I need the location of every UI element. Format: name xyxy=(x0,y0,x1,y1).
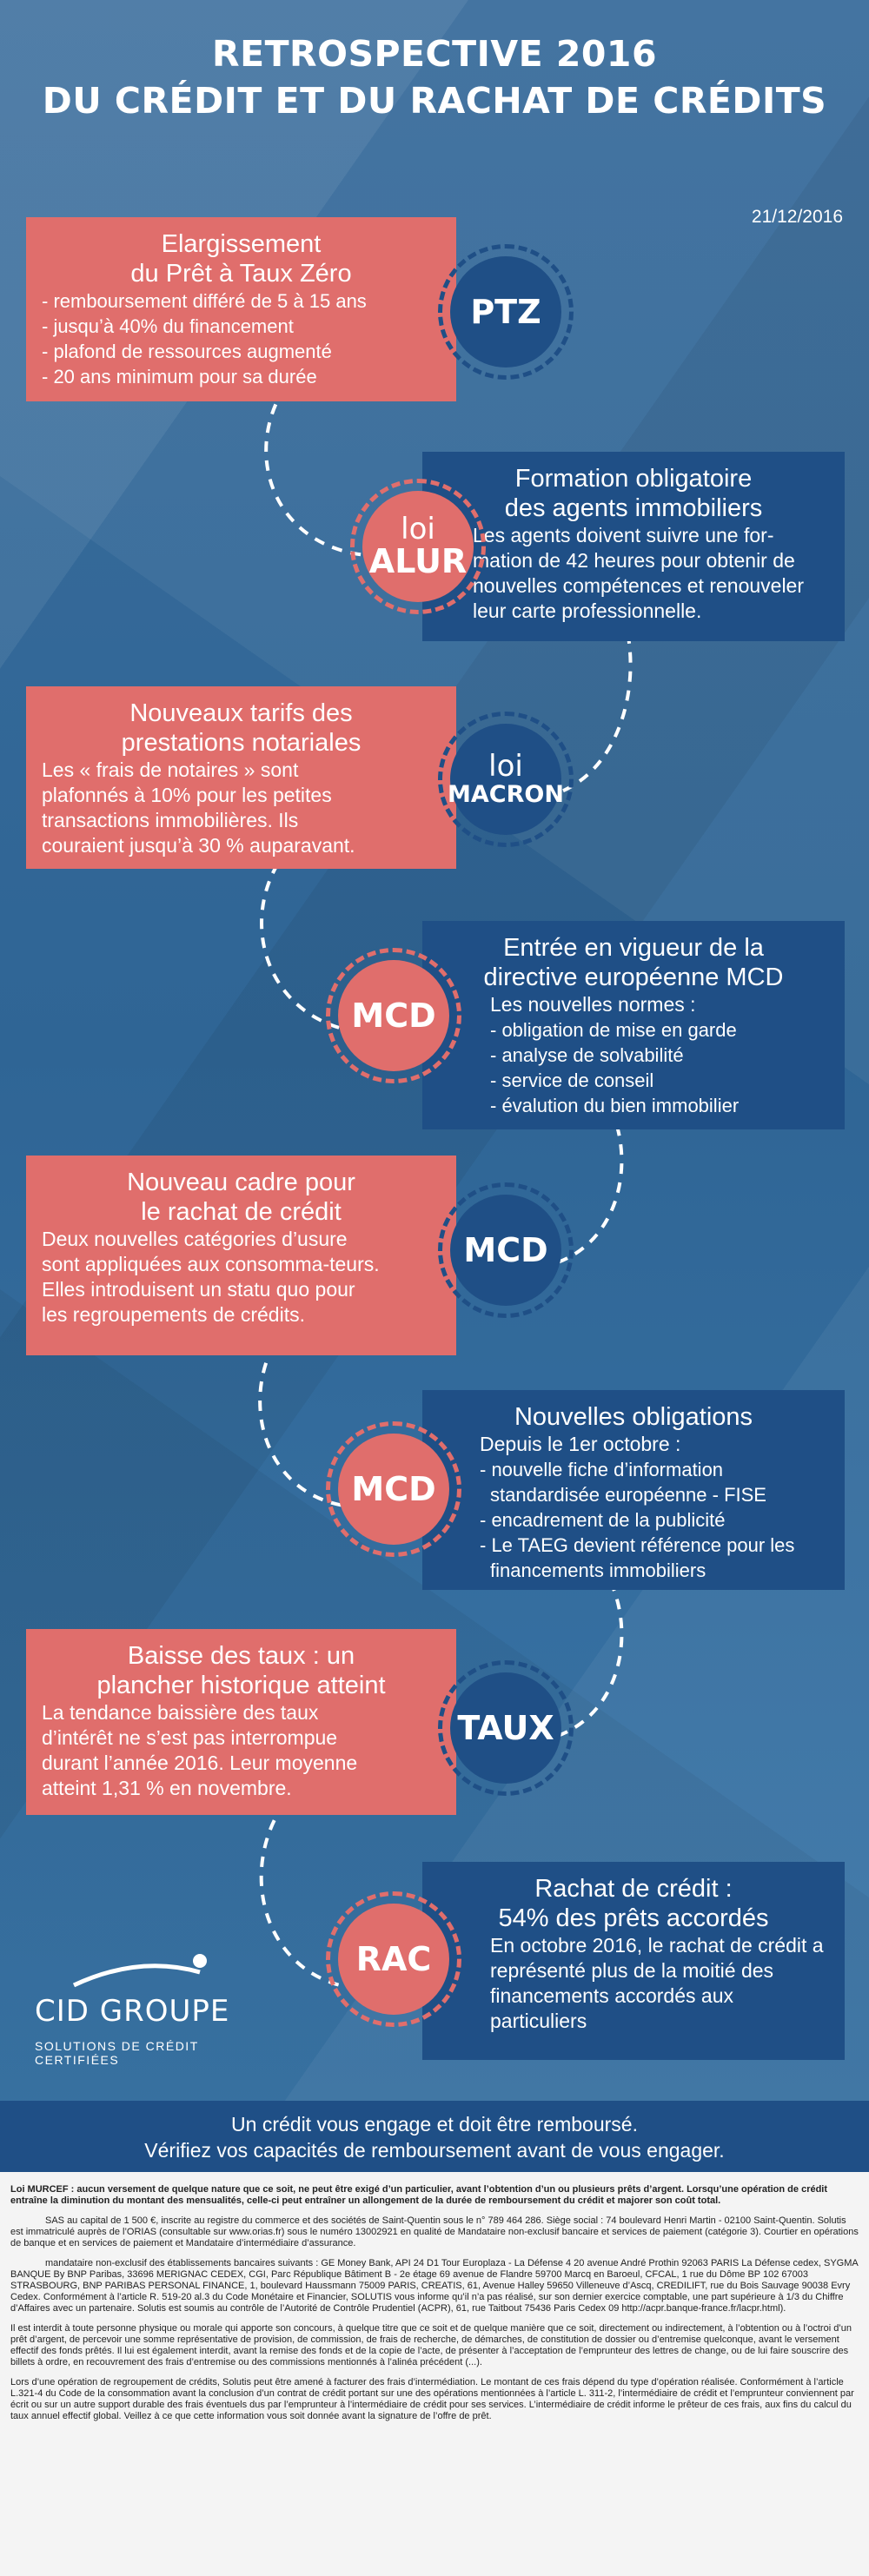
list-item: - 20 ans minimum pour sa durée xyxy=(42,366,317,387)
list-item: - évalution du bien immobilier xyxy=(490,1095,740,1116)
section-macron-card: Nouveaux tarifs des prestations notarial… xyxy=(26,686,456,869)
legal-partners: mandataire non-exclusif des établissemen… xyxy=(10,2258,859,2314)
company-logo: CID GROUPE SOLUTIONS DE CRÉDIT CERTIFIÉE… xyxy=(35,1950,278,2067)
list-item: - jusqu’à 40% du financement xyxy=(42,315,294,337)
dashed-connector-path xyxy=(258,311,633,1991)
section-mcd-rachat-card: Nouveau cadre pour le rachat de crédit D… xyxy=(26,1156,456,1355)
logo-swoosh-icon xyxy=(72,1954,207,1988)
section-title: Entrée en vigueur de la directive europé… xyxy=(483,934,784,991)
list-item: - Le TAEG devient référence pour les fin… xyxy=(480,1534,795,1581)
badge-taux: TAUX xyxy=(438,1660,574,1796)
section-title: Nouveau cadre pour le rachat de crédit xyxy=(127,1169,355,1226)
section-title: Nouveaux tarifs des prestations notarial… xyxy=(121,699,362,757)
list-item: - encadrement de la publicité xyxy=(480,1509,726,1531)
badge-rac: RAC xyxy=(326,1891,461,2027)
section-text: En octobre 2016, le rachat de crédit a r… xyxy=(490,1934,824,2032)
legal-prohibition: Il est interdit à toute personne physiqu… xyxy=(10,2323,852,2367)
section-text: Les « frais de notaires » sont plafonnés… xyxy=(42,758,355,857)
legal-notice: Loi MURCEF : aucun versement de quelque … xyxy=(0,2172,869,2576)
page-title-line2: DU CRÉDIT ET DU RACHAT DE CRÉDITS xyxy=(42,80,827,122)
list-item: - analyse de solvabilité xyxy=(490,1044,684,1066)
section-mcd-obligations-card: Nouvelles obligations Depuis le 1er octo… xyxy=(422,1390,845,1590)
logo-name: CID GROUPE xyxy=(35,1994,230,2029)
badge-mcd-1: MCD xyxy=(326,948,461,1083)
legal-company-info: SAS au capital de 1 500 €, inscrite au r… xyxy=(10,2215,859,2248)
section-title: Baisse des taux : un plancher historique… xyxy=(96,1642,386,1699)
legal-fees: Lors d’une opération de regroupement de … xyxy=(10,2377,854,2421)
logo-tagline: SOLUTIONS DE CRÉDIT CERTIFIÉES xyxy=(35,2039,199,2067)
section-title: Rachat de crédit : 54% des prêts accordé… xyxy=(498,1875,769,1932)
section-text: Deux nouvelles catégories d’usure sont a… xyxy=(42,1228,380,1326)
list-item: - plafond de ressources augmenté xyxy=(42,341,332,362)
list-item: - service de conseil xyxy=(490,1069,654,1091)
section-alur-card: Formation obligatoire des agents immobil… xyxy=(422,452,845,641)
section-list: - obligation de mise en garde - analyse … xyxy=(490,1017,829,1118)
warning-line1: Un crédit vous engage et doit être rembo… xyxy=(231,2113,638,2136)
section-list: - remboursement différé de 5 à 15 ans - … xyxy=(42,288,441,389)
section-title: Nouvelles obligations xyxy=(514,1403,753,1431)
badge-ptz: PTZ xyxy=(438,244,574,380)
warning-banner: Un crédit vous engage et doit être rembo… xyxy=(0,2101,869,2172)
section-rac-card: Rachat de crédit : 54% des prêts accordé… xyxy=(422,1862,845,2060)
list-item: - remboursement différé de 5 à 15 ans xyxy=(42,290,367,312)
section-list: - nouvelle fiche d’information standardi… xyxy=(480,1457,829,1583)
badge-macron: loi MACRON xyxy=(438,712,574,847)
badge-mcd-3: MCD xyxy=(326,1421,461,1557)
section-mcd-directive-card: Entrée en vigueur de la directive europé… xyxy=(422,921,845,1129)
badge-alur: loi ALUR xyxy=(350,479,486,614)
warning-line2: Vérifiez vos capacités de remboursement … xyxy=(144,2139,725,2162)
page-title-line1: RETROSPECTIVE 2016 xyxy=(212,33,657,75)
section-title: Elargissement du Prêt à Taux Zéro xyxy=(130,230,352,288)
section-intro: Les nouvelles normes : xyxy=(490,993,696,1016)
section-intro: Depuis le 1er octobre : xyxy=(480,1433,681,1455)
legal-murcef: Loi MURCEF : aucun versement de quelque … xyxy=(10,2184,828,2206)
section-text: La tendance baissière des taux d’intérêt… xyxy=(42,1701,358,1799)
list-item: - obligation de mise en garde xyxy=(490,1019,737,1041)
section-ptz-card: Elargissement du Prêt à Taux Zéro - remb… xyxy=(26,217,456,401)
publication-date: 21/12/2016 xyxy=(751,207,843,227)
badge-mcd-2: MCD xyxy=(438,1182,574,1318)
section-taux-card: Baisse des taux : un plancher historique… xyxy=(26,1629,456,1815)
section-title: Formation obligatoire des agents immobil… xyxy=(504,465,763,522)
list-item: - nouvelle fiche d’information standardi… xyxy=(480,1459,766,1506)
section-text: Les agents doivent suivre une for-mation… xyxy=(473,524,805,622)
